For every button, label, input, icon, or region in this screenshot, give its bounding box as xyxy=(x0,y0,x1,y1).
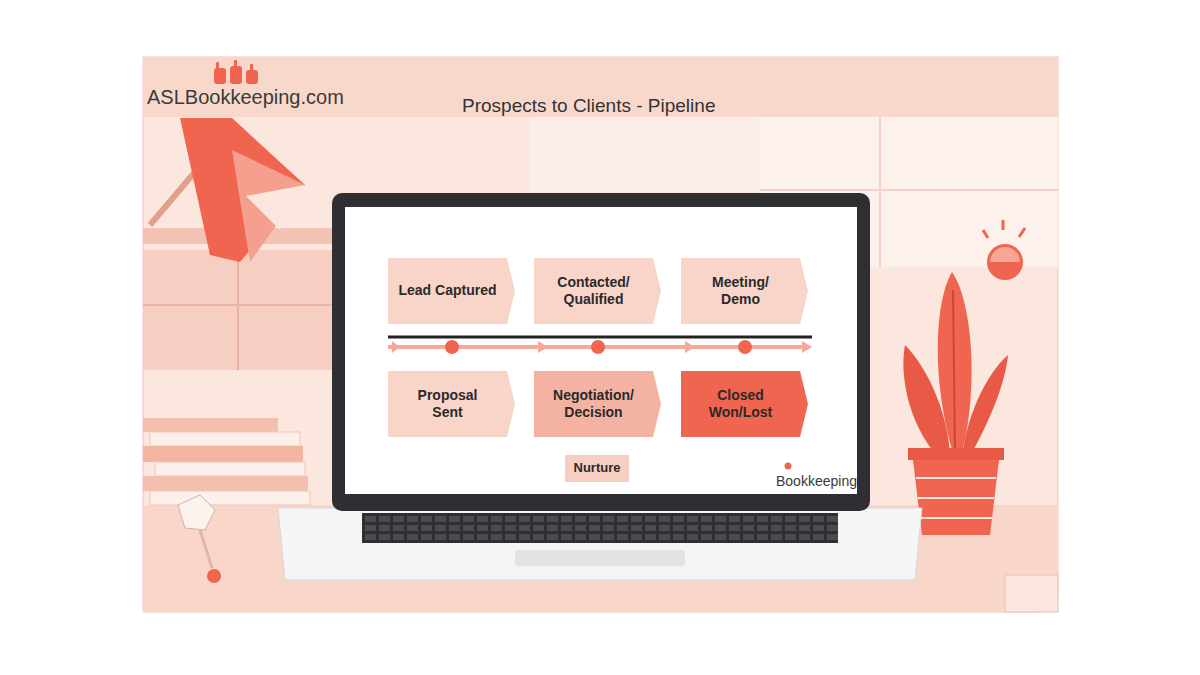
plant-vein xyxy=(953,290,955,455)
nurture-box: Nurture xyxy=(565,455,629,482)
timeline-dot xyxy=(591,340,605,354)
paper-stem xyxy=(200,530,212,568)
sun xyxy=(987,244,1023,280)
touchpad xyxy=(515,550,685,566)
timeline-line xyxy=(388,336,812,339)
laptop-bezel xyxy=(332,193,870,511)
sun-ray xyxy=(1002,220,1005,230)
pipeline-stage: Closed Won/Lost xyxy=(681,371,808,437)
header-band xyxy=(143,57,1058,117)
pot-stripe xyxy=(916,477,996,479)
stage-label: Lead Captured xyxy=(398,282,496,300)
pipeline-stage: Proposal Sent xyxy=(388,371,515,437)
book xyxy=(150,491,310,505)
plant-leaf xyxy=(962,355,1008,460)
timeline-marker xyxy=(538,341,548,353)
timeline-marker xyxy=(392,341,400,353)
pipeline-stage: Contacted/ Qualified xyxy=(534,258,661,324)
keyboard-keys xyxy=(362,513,838,543)
book xyxy=(143,418,278,432)
laptop-base xyxy=(278,508,922,580)
stage-label: Contacted/ Qualified xyxy=(544,274,644,309)
pipeline-stage: Meeting/ Demo xyxy=(681,258,808,324)
pot-rim xyxy=(908,448,1004,460)
timeline-marker xyxy=(685,341,695,353)
plant-pot xyxy=(912,452,1000,535)
crumpled-paper xyxy=(178,495,215,530)
stage-fill xyxy=(388,371,515,437)
cabinet xyxy=(143,250,333,370)
brand-logo: ASLBookkeeping.com xyxy=(147,86,344,109)
sun-half xyxy=(990,247,1020,262)
timeline-marker xyxy=(802,341,812,353)
cabinet-line xyxy=(237,250,239,370)
desk-corner xyxy=(1005,575,1058,612)
desk xyxy=(143,505,1058,612)
cabinet-line xyxy=(143,304,333,306)
watermark: Bookkeeping xyxy=(776,473,857,489)
lamp-shade xyxy=(180,118,305,262)
book xyxy=(143,476,308,491)
drop xyxy=(207,569,221,583)
stage-fill xyxy=(534,258,661,324)
window-frame xyxy=(879,117,881,267)
window-frame xyxy=(760,189,1058,191)
sun-ray xyxy=(1019,228,1025,237)
timeline-dot xyxy=(445,340,459,354)
stage-label: Nurture xyxy=(574,460,621,476)
plant-leaf xyxy=(903,345,950,460)
stage-label: Meeting/ Demo xyxy=(696,274,786,309)
laptop-screen xyxy=(345,207,857,494)
logo-hands xyxy=(214,60,258,84)
timeline-dot xyxy=(738,340,752,354)
book xyxy=(155,462,305,476)
lamp-shade-inner xyxy=(232,150,305,262)
watermark-dot xyxy=(785,463,792,470)
stage-label: Proposal Sent xyxy=(408,387,488,422)
stage-label: Closed Won/Lost xyxy=(696,387,786,422)
pipeline-stage: Negotiation/ Decision xyxy=(534,371,661,437)
stage-fill xyxy=(534,371,661,437)
stage-label: Negotiation/ Decision xyxy=(544,387,644,422)
stage-fill xyxy=(681,258,808,324)
pot-stripe xyxy=(918,497,994,499)
book xyxy=(150,432,300,446)
pipeline-stage: Lead Captured xyxy=(388,258,515,324)
sun-ray xyxy=(983,230,988,238)
book xyxy=(143,446,303,462)
pot-stripe xyxy=(920,517,992,519)
scene-panel xyxy=(143,57,1058,612)
wall-panel xyxy=(530,117,760,192)
keyboard xyxy=(362,513,838,543)
lamp-bulb xyxy=(246,185,305,230)
stage-fill xyxy=(681,371,808,437)
diagram-title: Prospects to Clients - Pipeline xyxy=(462,95,715,117)
stage-fill xyxy=(388,258,515,324)
stage-fill xyxy=(565,455,629,482)
